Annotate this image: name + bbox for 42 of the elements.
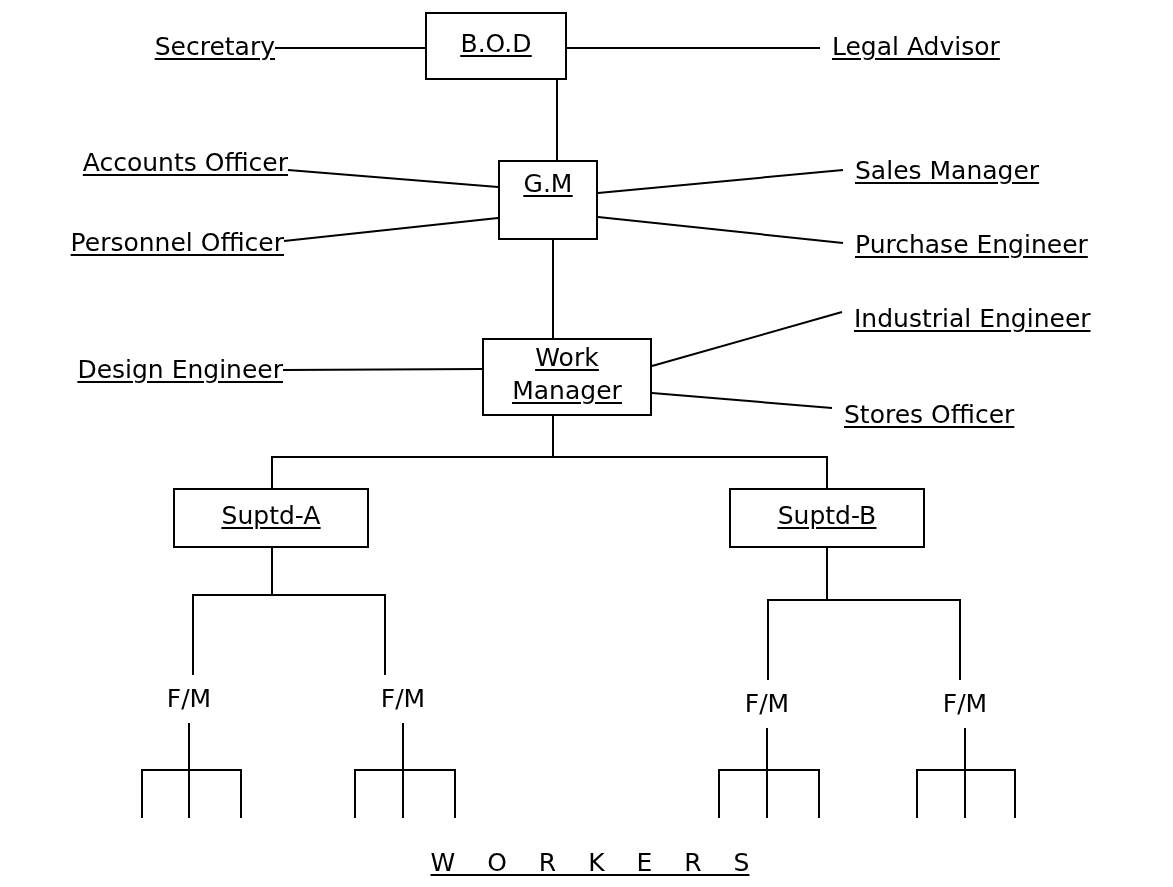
connector-line: [271, 547, 386, 676]
role-label: Personnel Officer: [4, 225, 284, 261]
connector-line: [566, 47, 821, 49]
position-title: G.M: [523, 168, 573, 200]
connector-line: [188, 722, 242, 819]
position-box: [425, 12, 567, 80]
connector-line: [552, 415, 828, 489]
role-label: Industrial Engineer: [842, 301, 1168, 337]
connector-line: [402, 722, 456, 819]
role-label: Accounts Officer: [15, 145, 288, 181]
position-title: Work Manager: [511, 342, 623, 407]
connector-line: [651, 392, 833, 409]
role-label: F/M: [154, 675, 224, 723]
role-label: F/M: [368, 675, 438, 723]
connector-line: [287, 169, 499, 188]
group-label: W O R K E R S: [429, 848, 751, 877]
role-label: Legal Advisor: [820, 29, 1060, 65]
role-label: Stores Officer: [832, 397, 1077, 433]
position-box: [173, 488, 369, 548]
role-label: F/M: [732, 680, 802, 728]
role-label: Purchase Engineer: [843, 227, 1165, 263]
connector-line: [651, 311, 843, 367]
position-box: [729, 488, 925, 548]
role-label: Design Engineer: [8, 352, 283, 388]
connector-line: [826, 547, 961, 681]
connector-line: [556, 79, 558, 161]
connector-line: [597, 169, 844, 194]
connector-line: [597, 216, 844, 244]
connector-line: [283, 217, 499, 242]
connector-line: [282, 368, 483, 371]
position-title: B.O.D: [460, 28, 532, 60]
connector-line: [766, 727, 820, 819]
connector-line: [552, 239, 554, 339]
position-title: Suptd-B: [777, 500, 877, 532]
connector-line: [274, 47, 426, 49]
position-title: Suptd-A: [221, 500, 321, 532]
position-box: [482, 338, 652, 416]
role-label: Secretary: [100, 29, 275, 65]
connector-line: [964, 727, 1016, 819]
role-label: F/M: [930, 680, 1000, 728]
position-box: [498, 160, 598, 240]
role-label: Sales Manager: [843, 153, 1098, 189]
